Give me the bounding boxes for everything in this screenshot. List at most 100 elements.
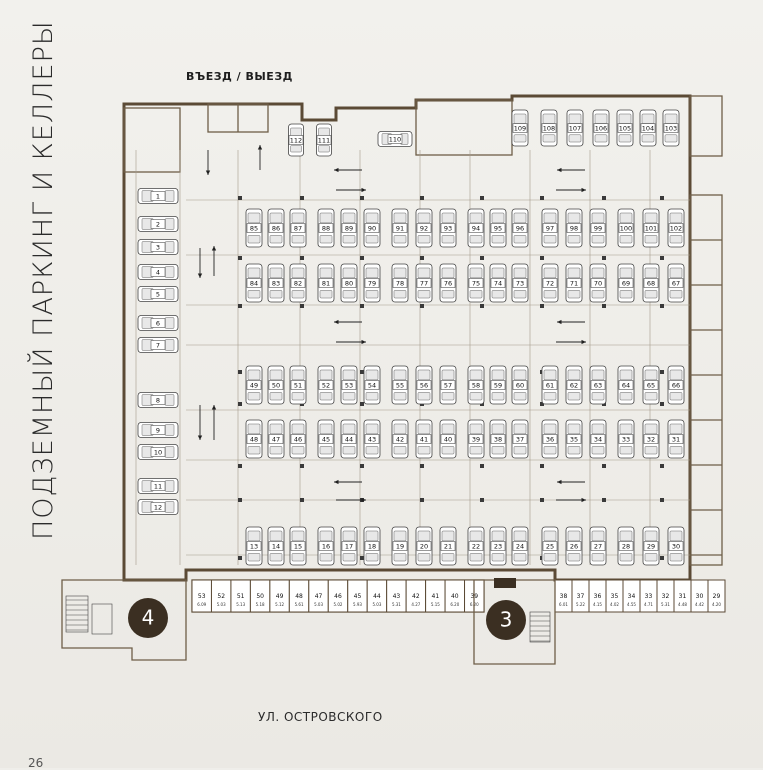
parking-space-20[interactable]: 20 (415, 526, 433, 566)
parking-space-75[interactable]: 75 (467, 263, 485, 303)
parking-space-2[interactable]: 2 (137, 216, 179, 232)
parking-space-83[interactable]: 83 (267, 263, 285, 303)
parking-space-66[interactable]: 66 (667, 365, 685, 405)
parking-space-56[interactable]: 56 (415, 365, 433, 405)
storage-room-29[interactable]: 294.20 (707, 579, 726, 613)
parking-space-29[interactable]: 29 (642, 526, 660, 566)
parking-space-28[interactable]: 28 (617, 526, 635, 566)
parking-space-110[interactable]: 110 (377, 131, 413, 147)
parking-space-35[interactable]: 35 (565, 419, 583, 459)
storage-room-46[interactable]: 465.02 (327, 579, 349, 613)
parking-space-72[interactable]: 72 (541, 263, 559, 303)
parking-space-25[interactable]: 25 (541, 526, 559, 566)
parking-space-40[interactable]: 40 (439, 419, 457, 459)
parking-space-23[interactable]: 23 (489, 526, 507, 566)
parking-space-4[interactable]: 4 (137, 264, 179, 280)
parking-space-5[interactable]: 5 (137, 286, 179, 302)
parking-space-67[interactable]: 67 (667, 263, 685, 303)
parking-space-52[interactable]: 52 (317, 365, 335, 405)
parking-space-92[interactable]: 92 (415, 208, 433, 248)
parking-space-81[interactable]: 81 (317, 263, 335, 303)
storage-room-47[interactable]: 475.03 (308, 579, 329, 613)
storage-room-38[interactable]: 386.01 (554, 579, 573, 613)
parking-space-14[interactable]: 14 (267, 526, 285, 566)
parking-space-12[interactable]: 12 (137, 499, 179, 515)
parking-space-106[interactable]: 106 (592, 109, 610, 147)
storage-room-41[interactable]: 415.15 (425, 579, 446, 613)
parking-space-76[interactable]: 76 (439, 263, 457, 303)
parking-space-59[interactable]: 59 (489, 365, 507, 405)
parking-space-58[interactable]: 58 (467, 365, 485, 405)
parking-space-30[interactable]: 30 (667, 526, 685, 566)
parking-space-94[interactable]: 94 (467, 208, 485, 248)
storage-room-45[interactable]: 455.93 (347, 579, 368, 613)
storage-room-37[interactable]: 375.22 (571, 579, 590, 613)
parking-space-17[interactable]: 17 (340, 526, 358, 566)
storage-room-49[interactable]: 495.12 (269, 579, 290, 613)
parking-space-16[interactable]: 16 (317, 526, 335, 566)
storage-room-32[interactable]: 325.31 (656, 579, 675, 613)
storage-room-52[interactable]: 525.03 (210, 579, 232, 613)
parking-space-50[interactable]: 50 (267, 365, 285, 405)
parking-space-99[interactable]: 99 (589, 208, 607, 248)
storage-room-50[interactable]: 505.18 (249, 579, 271, 613)
storage-room-42[interactable]: 424.27 (405, 579, 427, 613)
parking-space-43[interactable]: 43 (363, 419, 381, 459)
parking-space-1[interactable]: 1 (137, 188, 179, 204)
parking-space-32[interactable]: 32 (642, 419, 660, 459)
parking-space-6[interactable]: 6 (137, 315, 179, 331)
parking-space-27[interactable]: 27 (589, 526, 607, 566)
storage-room-30[interactable]: 304.42 (690, 579, 709, 613)
storage-room-44[interactable]: 445.03 (366, 579, 388, 613)
parking-space-80[interactable]: 80 (340, 263, 358, 303)
parking-space-111[interactable]: 111 (316, 123, 332, 157)
parking-space-48[interactable]: 48 (245, 419, 263, 459)
parking-space-63[interactable]: 63 (589, 365, 607, 405)
parking-space-93[interactable]: 93 (439, 208, 457, 248)
parking-space-49[interactable]: 49 (245, 365, 263, 405)
parking-space-97[interactable]: 97 (541, 208, 559, 248)
storage-room-33[interactable]: 334.71 (639, 579, 658, 613)
parking-space-47[interactable]: 47 (267, 419, 285, 459)
parking-space-41[interactable]: 41 (415, 419, 433, 459)
parking-space-105[interactable]: 105 (616, 109, 634, 147)
parking-space-90[interactable]: 90 (363, 208, 381, 248)
parking-space-37[interactable]: 37 (511, 419, 529, 459)
parking-space-73[interactable]: 73 (511, 263, 529, 303)
parking-space-82[interactable]: 82 (289, 263, 307, 303)
parking-space-31[interactable]: 31 (667, 419, 685, 459)
parking-space-95[interactable]: 95 (489, 208, 507, 248)
parking-space-68[interactable]: 68 (642, 263, 660, 303)
parking-space-61[interactable]: 61 (541, 365, 559, 405)
parking-space-33[interactable]: 33 (617, 419, 635, 459)
parking-space-91[interactable]: 91 (391, 208, 409, 248)
parking-space-84[interactable]: 84 (245, 263, 263, 303)
parking-space-24[interactable]: 24 (511, 526, 529, 566)
parking-space-34[interactable]: 34 (589, 419, 607, 459)
parking-space-36[interactable]: 36 (541, 419, 559, 459)
parking-space-11[interactable]: 11 (137, 478, 179, 494)
parking-space-107[interactable]: 107 (566, 109, 584, 147)
parking-space-88[interactable]: 88 (317, 208, 335, 248)
storage-room-53[interactable]: 536.09 (191, 579, 212, 613)
parking-space-77[interactable]: 77 (415, 263, 433, 303)
parking-space-102[interactable]: 102 (667, 208, 685, 248)
parking-space-79[interactable]: 79 (363, 263, 381, 303)
parking-space-8[interactable]: 8 (137, 392, 179, 408)
parking-space-22[interactable]: 22 (467, 526, 485, 566)
parking-space-44[interactable]: 44 (340, 419, 358, 459)
parking-space-53[interactable]: 53 (340, 365, 358, 405)
parking-space-26[interactable]: 26 (565, 526, 583, 566)
parking-space-96[interactable]: 96 (511, 208, 529, 248)
parking-space-18[interactable]: 18 (363, 526, 381, 566)
parking-space-62[interactable]: 62 (565, 365, 583, 405)
parking-space-42[interactable]: 42 (391, 419, 409, 459)
storage-room-48[interactable]: 485.61 (288, 579, 310, 613)
parking-space-98[interactable]: 98 (565, 208, 583, 248)
parking-space-108[interactable]: 108 (540, 109, 558, 147)
parking-space-60[interactable]: 60 (511, 365, 529, 405)
parking-space-55[interactable]: 55 (391, 365, 409, 405)
parking-space-78[interactable]: 78 (391, 263, 409, 303)
parking-space-70[interactable]: 70 (589, 263, 607, 303)
parking-space-15[interactable]: 15 (289, 526, 307, 566)
